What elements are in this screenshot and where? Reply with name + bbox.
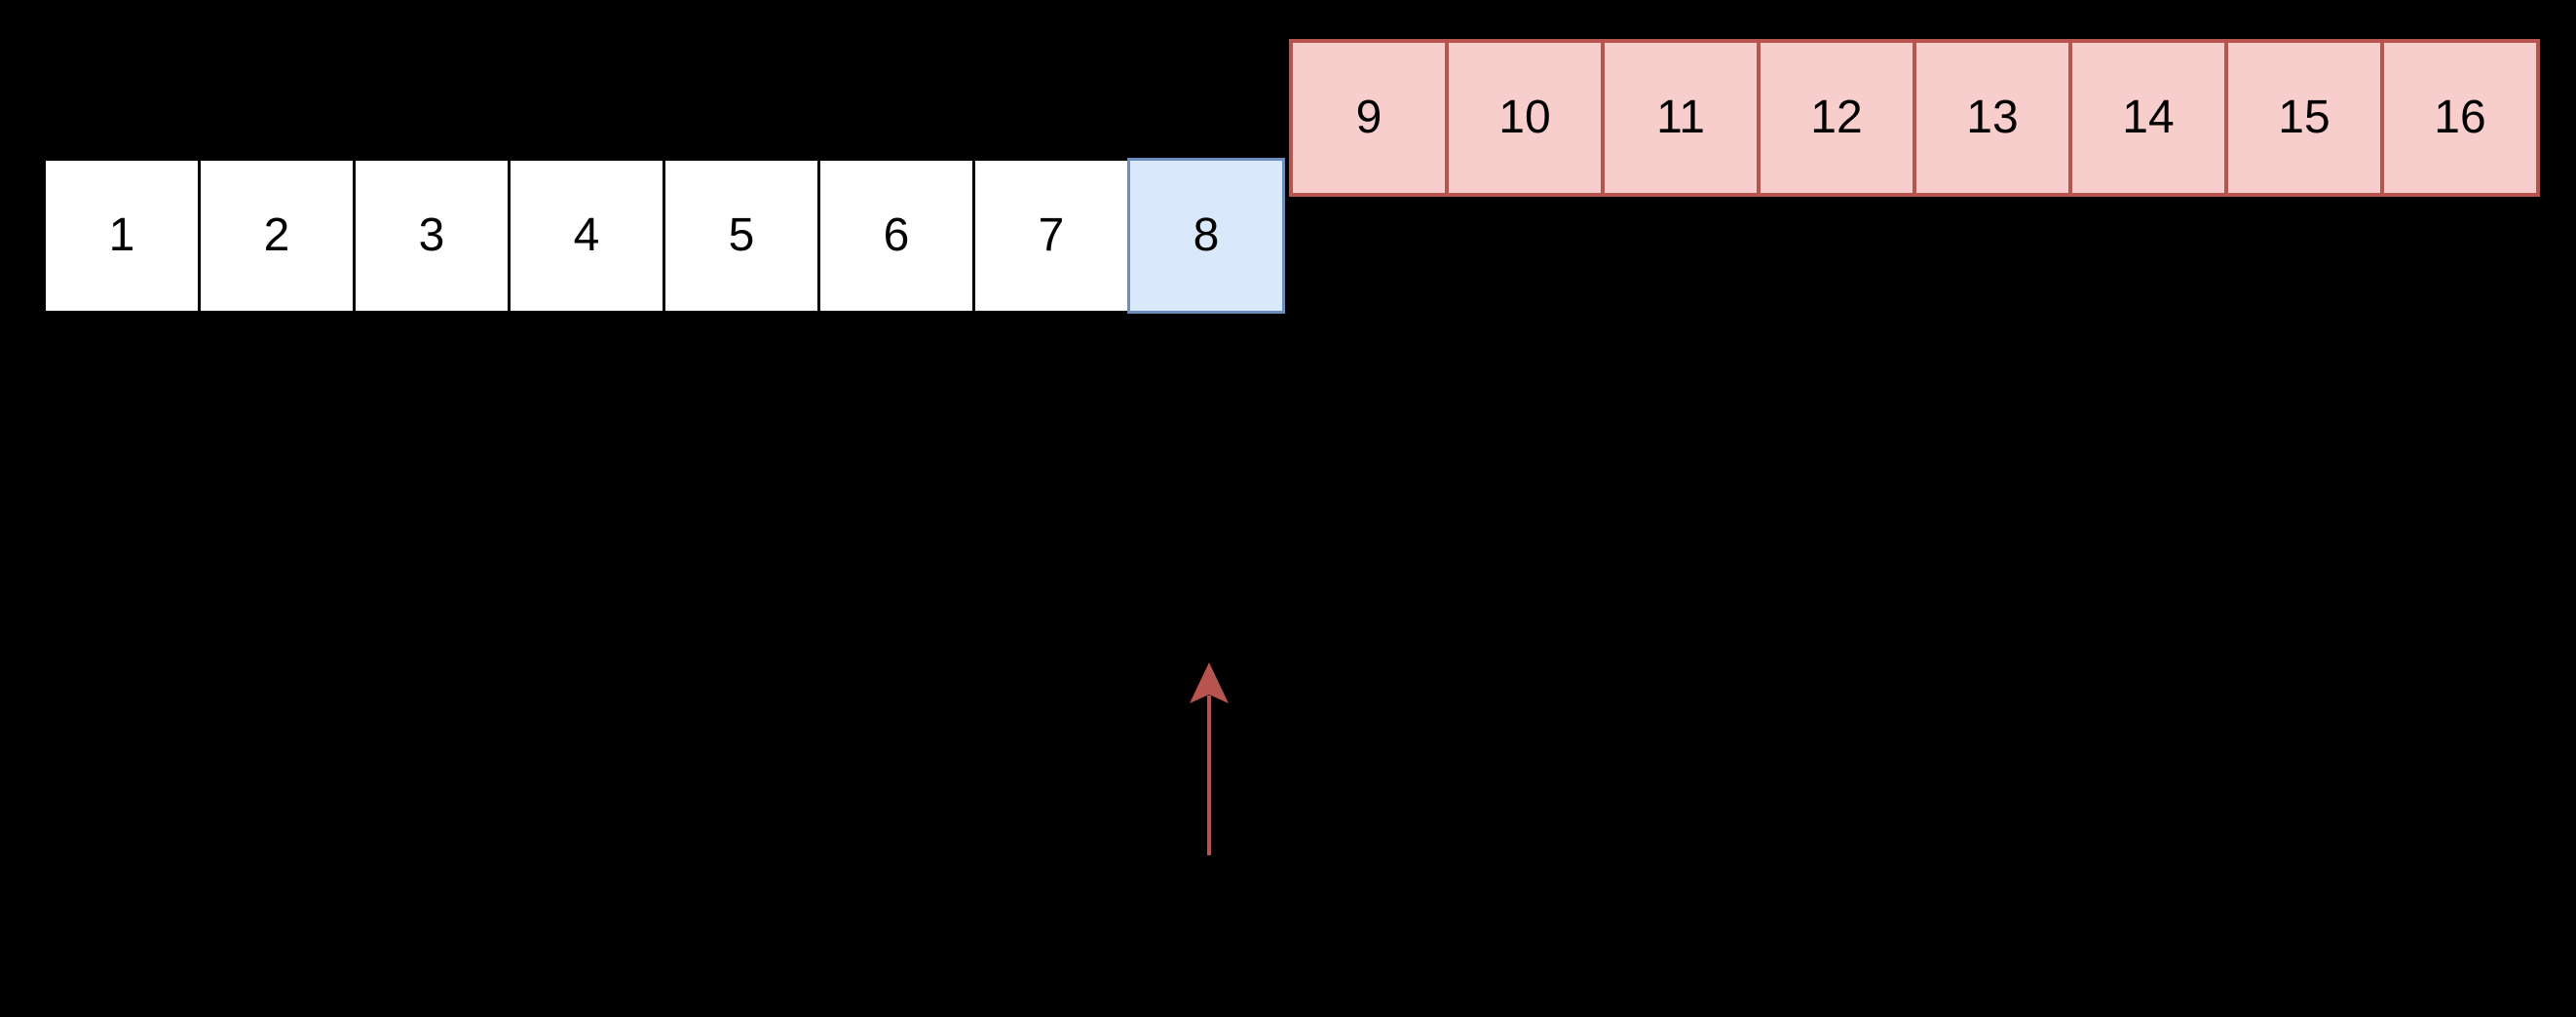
array-cell-16: 16 <box>2380 39 2540 197</box>
array-cell-3: 3 <box>353 158 511 314</box>
array-cell-4: 4 <box>508 158 665 314</box>
original-cells-row: 1 2 3 4 5 6 7 8 <box>43 158 1285 314</box>
array-cell-1: 1 <box>43 158 201 314</box>
array-cell-7: 7 <box>972 158 1130 314</box>
new-cells-row: 9 10 11 12 13 14 15 16 <box>1289 39 2540 197</box>
array-cell-6: 6 <box>817 158 975 314</box>
array-cell-9: 9 <box>1289 39 1449 197</box>
array-cell-15: 15 <box>2224 39 2384 197</box>
array-cell-2: 2 <box>198 158 356 314</box>
array-cell-5: 5 <box>663 158 820 314</box>
array-cell-13: 13 <box>1913 39 2072 197</box>
array-cell-14: 14 <box>2068 39 2228 197</box>
array-cell-11: 11 <box>1601 39 1761 197</box>
array-cell-10: 10 <box>1445 39 1605 197</box>
highlighted-cell-8: 8 <box>1127 158 1285 314</box>
array-cell-12: 12 <box>1757 39 1916 197</box>
pointer-up-arrow-icon <box>1183 655 1235 861</box>
